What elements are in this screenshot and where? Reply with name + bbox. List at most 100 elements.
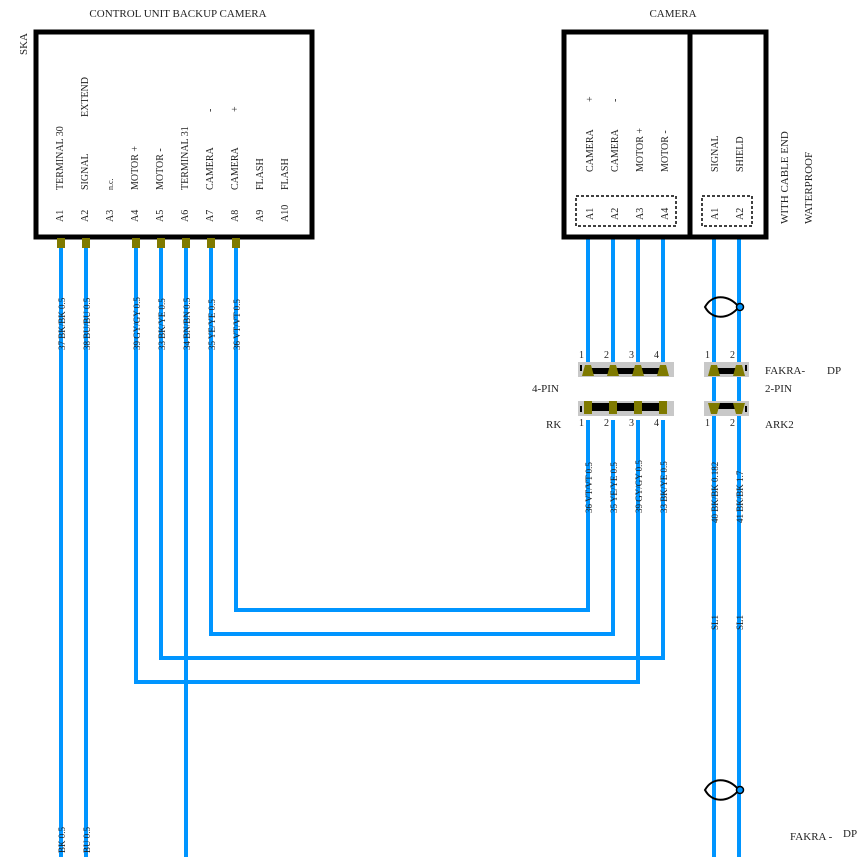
wire-label: BU 0.5 [82,826,92,853]
cu-pin-label: FLASH [280,158,291,190]
connector-4pin-top-bar [588,368,663,374]
wire-label: 34 BN/BN 0.5 [182,297,192,350]
camera-note-2: WATERPROOF [803,152,815,224]
wire-label: 36 VT/VT 0.5 [232,299,242,350]
pin-terminal [82,238,90,248]
pin-terminal [207,238,215,248]
camera-title: CAMERA [649,8,696,20]
cu-pin-number: A10 [280,205,291,222]
cu-pin-label: TERMINAL 31 [180,126,191,190]
connector-pin-number: 1 [705,418,710,429]
cu-pin-label: MOTOR + [130,146,141,190]
pin-terminal [132,238,140,248]
connector-4pin-top-key [580,365,582,371]
wire-label: SL1 [735,615,745,630]
connector-2pin-bottom-bar [714,403,739,409]
camera-pin-label: SIGNAL [710,135,721,172]
camera-pin-number: A4 [660,208,671,220]
cu-pin-label: SIGNAL [80,153,91,190]
cu-pin-label: MOTOR - [155,148,166,190]
cu-pin-label: CAMERA [230,146,241,190]
connector-pin [708,365,720,376]
wire-39 [134,247,640,684]
connector-2pin-bottom-key [745,406,747,412]
connector-pin [607,365,619,376]
camera-pin-label: CAMERA [610,128,621,172]
connector-pin-number: 1 [579,350,584,361]
connector-pin-number: 2 [730,418,735,429]
shield-loop-bottom [703,779,745,801]
camera-box [561,29,769,240]
cu-pin-number: A2 [80,210,91,222]
wire-label: 36 VT/VT 0.5 [584,462,594,513]
camera-pin-sublabel: - [610,99,621,102]
connector-pin [632,365,644,376]
connector-pin [733,365,745,376]
connector-pin-number: 4 [654,418,659,429]
wire-label: 38 BU/BU 0.5 [82,297,92,350]
camera-pin-number: A2 [610,208,621,220]
pin-terminal [182,238,190,248]
cu-pin-number: A8 [230,210,241,222]
wire-label: 41 BK/BK 1.7 [735,470,745,523]
camera-note-1: WITH CABLE END [779,131,791,224]
connector-pin-number: 2 [604,418,609,429]
cu-pin-label: CAMERA [205,146,216,190]
connector-pin [708,403,720,414]
cu-pin-number: A7 [205,210,216,222]
connector-pin [733,403,745,414]
control-unit-terminals [57,238,240,248]
connector-pin [657,365,669,376]
wire-label: 35 YE/YE 0.5 [609,462,619,513]
cu-pin-sublabel: - [205,109,216,112]
connector-4pin-type: 4-PIN [532,383,559,395]
camera-pin-label: CAMERA [585,128,596,172]
connector-4pin-code: RK [546,419,561,431]
camera-right-pin-group [701,195,753,227]
shield-loop-top [703,296,745,318]
wire-label: 39 GY/GY 0.5 [132,297,142,350]
connector-pin [659,401,667,414]
pin-terminal [157,238,165,248]
wire-label: 33 BK/YE 0.5 [157,298,167,350]
wire-label: 40 BK/BK 0.182 [710,462,720,523]
wire-label: 35 YE/YE 0.5 [207,299,217,350]
connector-2pin-top-bar [714,368,739,374]
cu-pin-sublabel: + [230,106,241,112]
cu-pin-label: FLASH [255,158,266,190]
cu-pin-number: A3 [105,210,116,222]
wire-33 [159,247,665,660]
control-unit-code: SKA [18,33,30,55]
camera-pin-label: MOTOR - [660,130,671,172]
cu-pin-number: A4 [130,210,141,222]
connector-pin-number: 2 [604,350,609,361]
connector-pin [609,401,617,414]
connector-pin-number: 3 [629,418,634,429]
wire-label: BK 0.5 [57,826,67,853]
pin-terminal [232,238,240,248]
camera-pin-number: A3 [635,208,646,220]
control-unit: CONTROL UNIT BACKUP CAMERA SKA A1TERMINA… [18,8,315,248]
connector-2pin-top-key [745,365,747,371]
connector-2pin-code: ARK2 [765,419,794,431]
cu-pin-number: A1 [55,210,66,222]
connector-4pin-bottom-bar [588,403,663,411]
camera-pin-label: SHIELD [735,136,746,172]
bottom-fakra-label: FAKRA - [790,831,833,843]
camera-pin-number: A1 [710,208,721,220]
connector-4pin-bottom-key [580,406,582,412]
wire-35 [209,247,615,636]
camera-pin-number: A1 [585,208,596,220]
wire-label: 37 BK/BK 0.5 [57,297,67,350]
wire-36 [234,247,590,612]
bottom-fakra-label-b: DP [843,828,857,840]
cu-pin-sublabel: EXTEND [80,77,91,117]
connector-pin [634,401,642,414]
connector-2pin-type-b: DP [827,365,841,377]
connector-pin-number: 1 [705,350,710,361]
wire-label: 39 GY/GY 0.5 [634,460,644,513]
connector-pin-number: 3 [629,350,634,361]
